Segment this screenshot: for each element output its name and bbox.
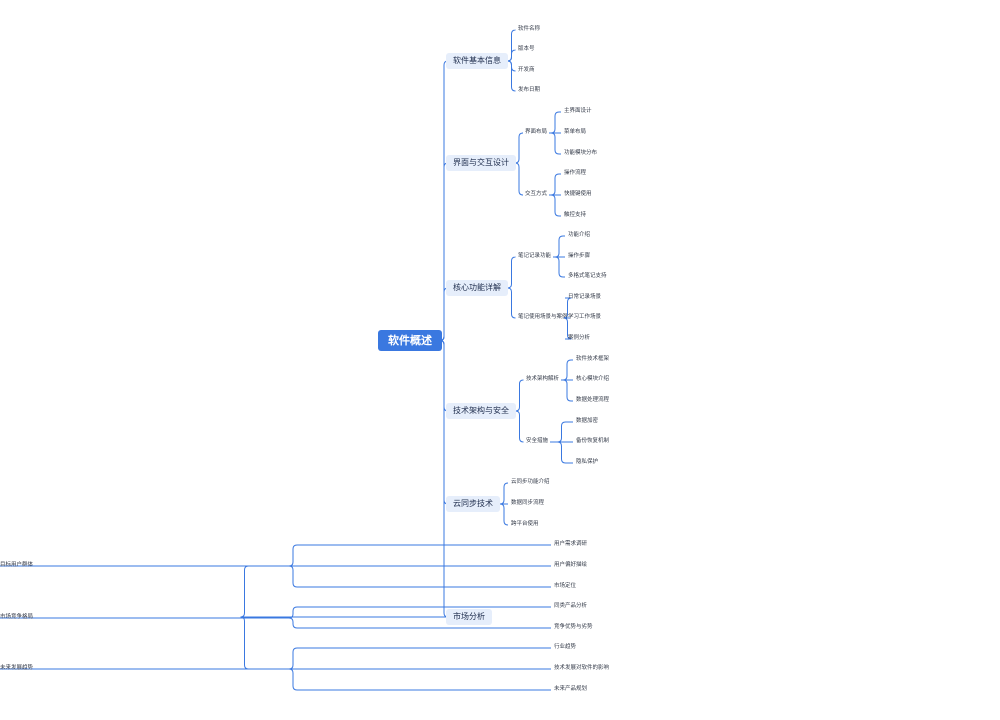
connector-line xyxy=(35,668,551,691)
sub-branch-node[interactable]: 笔记使用场景与案例 xyxy=(518,314,568,320)
leaf-node[interactable]: 发布日期 xyxy=(518,87,541,93)
sub-branch-node[interactable]: 未来发展趋势 xyxy=(0,665,34,671)
connector-line xyxy=(35,617,551,629)
connector-line xyxy=(549,132,561,155)
leaf-node[interactable]: 未来产品规划 xyxy=(554,686,588,692)
leaf-node[interactable]: 备份恢复机制 xyxy=(576,438,610,444)
leaf-node[interactable]: 功能介绍 xyxy=(568,232,591,238)
sub-branch-node[interactable]: 技术架构解析 xyxy=(526,376,560,382)
root-node[interactable]: 软件概述 xyxy=(378,330,442,351)
leaf-node[interactable]: 开发商 xyxy=(518,67,535,73)
branch-node[interactable]: 软件基本信息 xyxy=(446,53,508,69)
sub-branch-node[interactable]: 笔记记录功能 xyxy=(518,253,552,259)
connector-line xyxy=(561,379,573,402)
connector-line xyxy=(507,60,516,92)
leaf-node[interactable]: 跨平台使用 xyxy=(511,521,539,527)
leaf-node[interactable]: 核心模块介绍 xyxy=(576,376,610,382)
branch-node[interactable]: 核心功能详解 xyxy=(446,280,508,296)
connector-line xyxy=(499,503,509,526)
sub-branch-node[interactable]: 安全措施 xyxy=(526,438,549,444)
leaf-node[interactable]: 数据加密 xyxy=(576,418,599,424)
leaf-node[interactable]: 日常记录场景 xyxy=(568,294,602,300)
leaf-node[interactable]: 操作流程 xyxy=(564,170,587,176)
leaf-node[interactable]: 功能模块分布 xyxy=(564,150,598,156)
leaf-node[interactable]: 同类产品分析 xyxy=(554,603,588,609)
leaf-node[interactable]: 触控支持 xyxy=(564,212,587,218)
leaf-node[interactable]: 主界面设计 xyxy=(564,108,592,114)
connector-line xyxy=(507,287,516,319)
connector-line xyxy=(553,256,565,278)
leaf-node[interactable]: 技术发展对软件的影响 xyxy=(554,665,610,671)
leaf-node[interactable]: 行业趋势 xyxy=(554,644,577,650)
leaf-node[interactable]: 学习工作场景 xyxy=(568,314,602,320)
connector-line xyxy=(549,194,561,217)
branch-node[interactable]: 界面与交互设计 xyxy=(446,155,516,171)
leaf-node[interactable]: 菜单布局 xyxy=(564,129,587,135)
leaf-node[interactable]: 快捷键使用 xyxy=(564,191,592,197)
branch-node[interactable]: 市场分析 xyxy=(446,609,492,625)
leaf-node[interactable]: 多格式笔记支持 xyxy=(568,273,607,279)
sub-branch-node[interactable]: 交互方式 xyxy=(525,191,548,197)
leaf-node[interactable]: 用户偏好描绘 xyxy=(554,562,588,568)
sub-branch-node[interactable]: 目标用户群体 xyxy=(0,562,34,568)
leaf-node[interactable]: 用户需求调研 xyxy=(554,541,588,547)
branch-node[interactable]: 云同步技术 xyxy=(446,496,500,512)
branch-node[interactable]: 技术架构与安全 xyxy=(446,403,516,419)
leaf-node[interactable]: 竞争优势与劣势 xyxy=(554,624,593,630)
connector-line xyxy=(550,441,573,464)
leaf-node[interactable]: 案例分析 xyxy=(568,335,591,341)
leaf-node[interactable]: 版本号 xyxy=(518,46,535,52)
leaf-node[interactable]: 软件技术框架 xyxy=(576,356,610,362)
leaf-node[interactable]: 软件名称 xyxy=(518,26,541,32)
leaf-node[interactable]: 市场定位 xyxy=(554,583,577,589)
leaf-node[interactable]: 操作步骤 xyxy=(568,253,591,259)
sub-branch-node[interactable]: 界面布局 xyxy=(525,129,548,135)
leaf-node[interactable]: 隐私保护 xyxy=(576,459,599,465)
sub-branch-node[interactable]: 市场竞争格局 xyxy=(0,614,34,620)
leaf-node[interactable]: 数据同步流程 xyxy=(511,500,545,506)
leaf-node[interactable]: 云同步功能介绍 xyxy=(511,479,550,485)
connector-line xyxy=(35,565,551,588)
leaf-node[interactable]: 数据处理流程 xyxy=(576,397,610,403)
connector-line xyxy=(515,410,524,443)
connector-line xyxy=(514,162,524,196)
connector-line xyxy=(563,317,572,340)
